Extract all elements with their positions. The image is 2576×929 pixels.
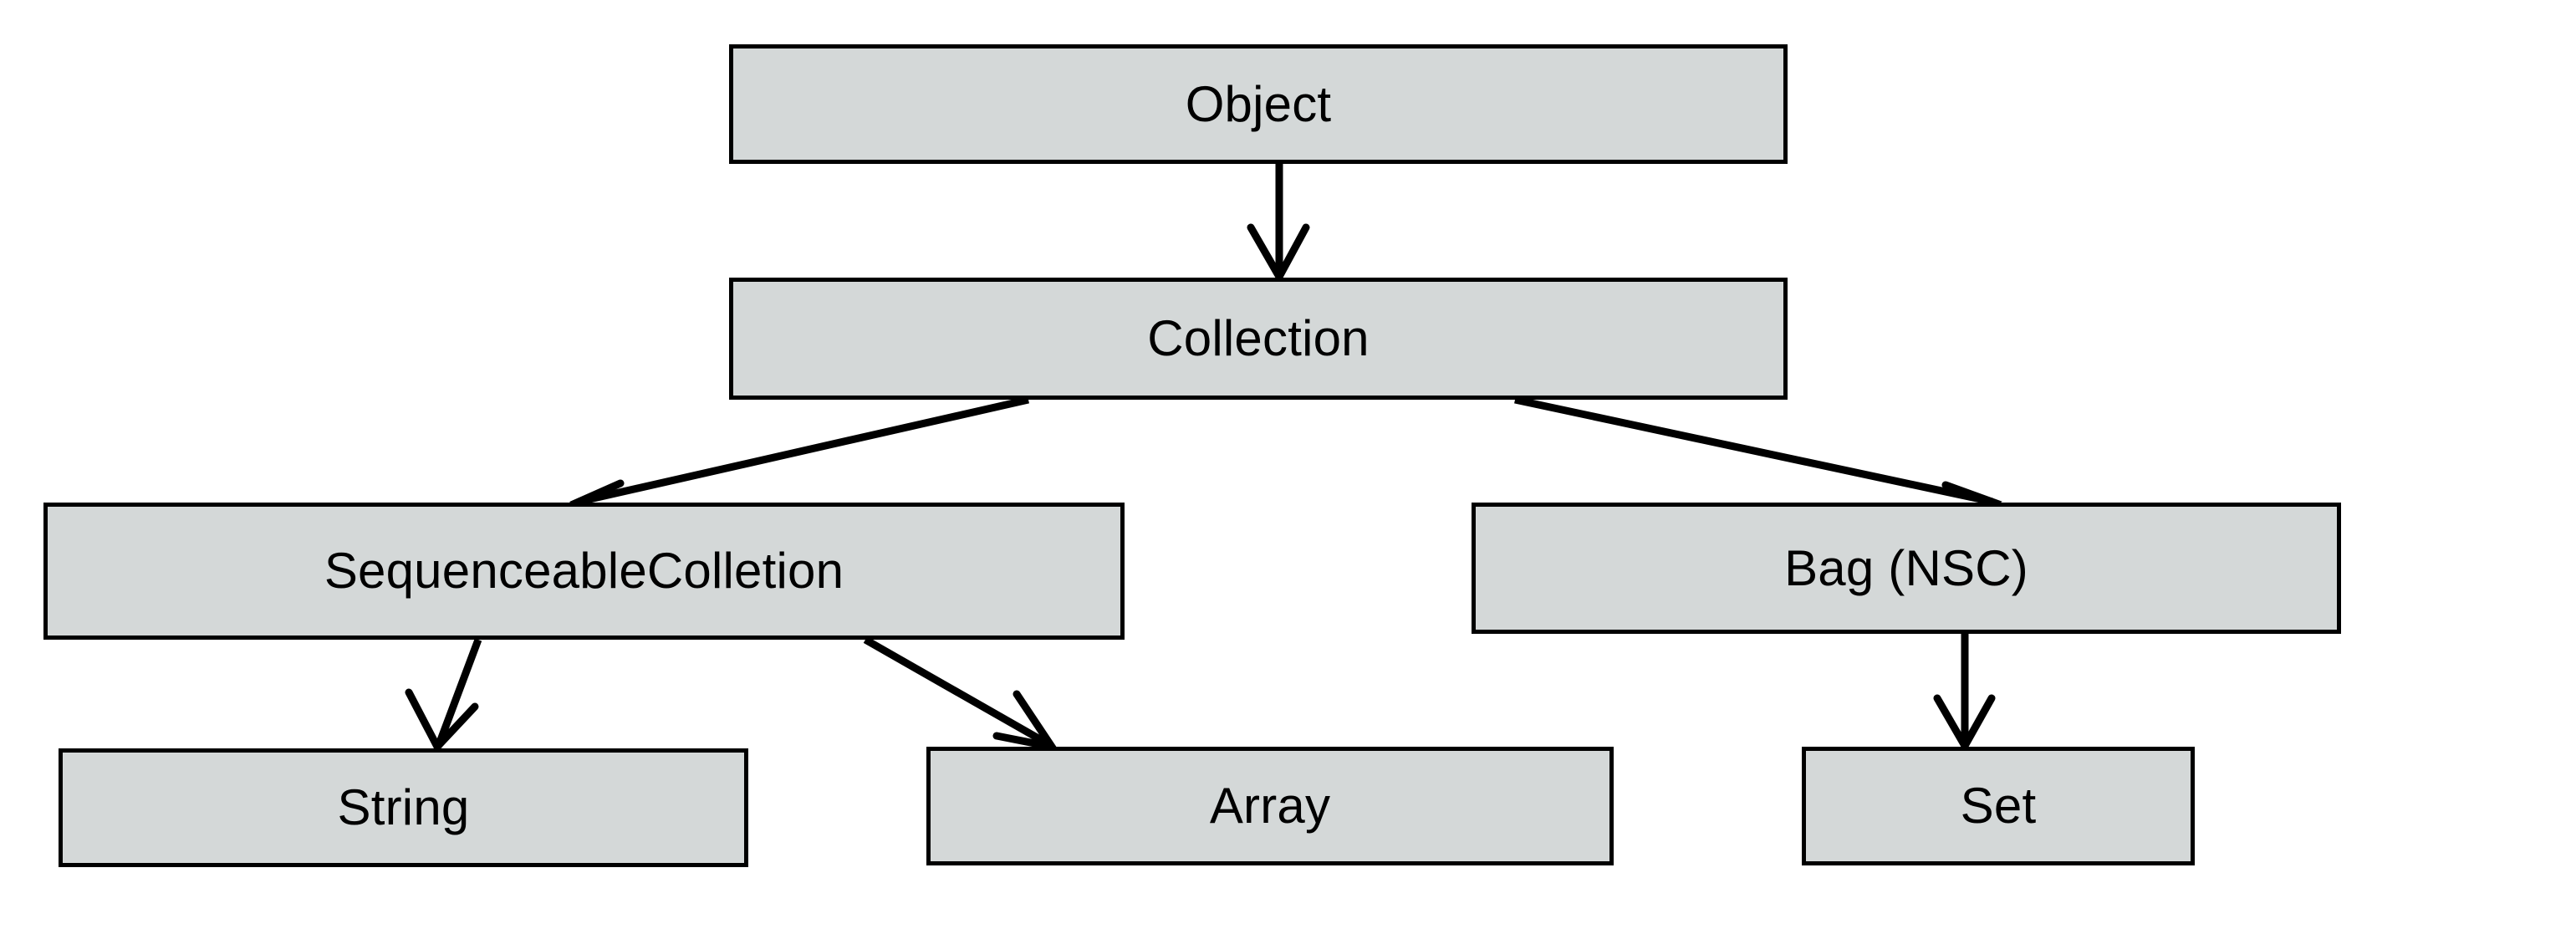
node-string[interactable]: String (59, 748, 748, 867)
node-bag[interactable]: Bag (NSC) (1472, 503, 2341, 634)
arrowhead-open-v (405, 688, 479, 753)
node-string-label: String (337, 779, 470, 835)
edge-sequenceable-to-string (405, 638, 482, 753)
node-sequenceablecolletion[interactable]: SequenceableColletion (43, 503, 1125, 640)
arrowhead-open-v (1247, 223, 1310, 285)
node-set-label: Set (1960, 778, 2037, 834)
node-object[interactable]: Object (729, 44, 1788, 164)
node-collection[interactable]: Collection (729, 278, 1788, 400)
arrowhead-open-v (1933, 694, 1996, 754)
edge-bag-to-set (1933, 634, 1996, 754)
edge-sequenceable-to-array (863, 636, 1060, 753)
node-collection-label: Collection (1147, 310, 1370, 366)
edge-object-to-collection (1247, 164, 1310, 285)
node-array[interactable]: Array (926, 747, 1614, 865)
node-sequenceablecolletion-label: SequenceableColletion (324, 543, 844, 599)
node-bag-label: Bag (NSC) (1784, 539, 2028, 596)
node-array-label: Array (1209, 778, 1331, 834)
node-set[interactable]: Set (1802, 747, 2195, 865)
node-object-label: Object (1185, 75, 1332, 132)
